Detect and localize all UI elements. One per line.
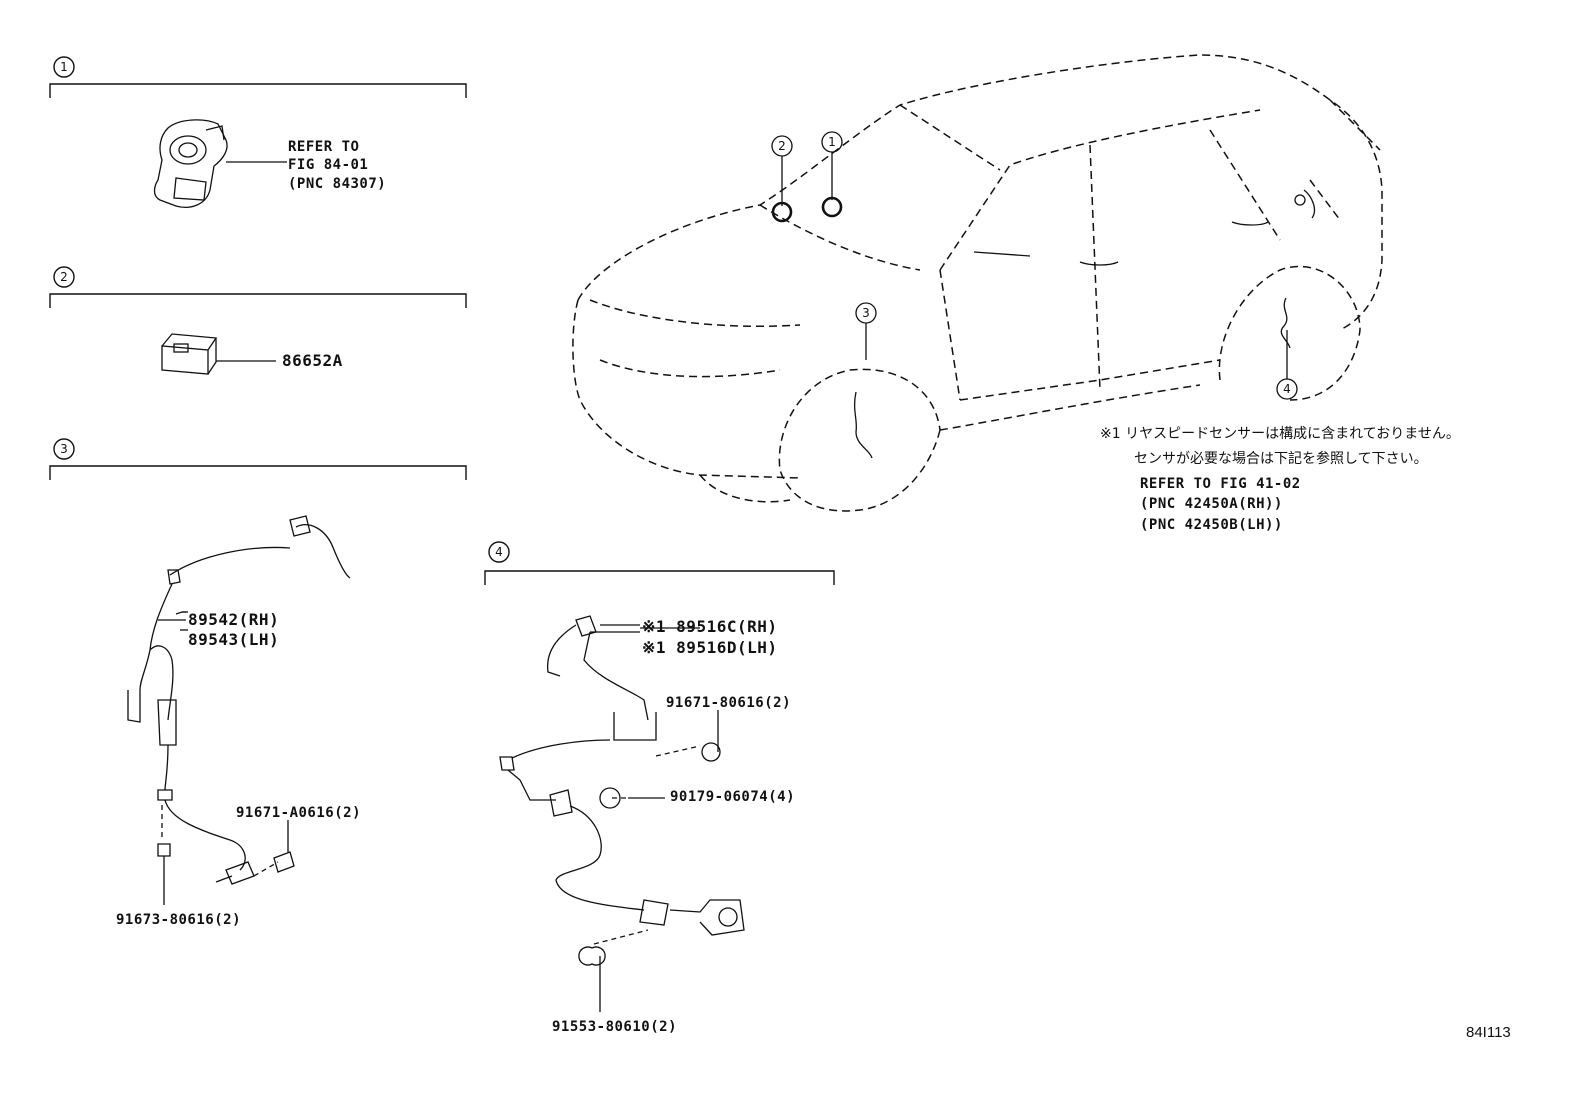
section-number-1: 1	[60, 60, 68, 74]
car-callout-1: 1	[828, 135, 836, 149]
note-refer-label: REFER TO FIG 41-02	[1140, 476, 1301, 492]
section-number-3: 3	[60, 442, 68, 456]
note-line-1: ※1 リヤスピードセンサーは構成に含まれておりません。	[1100, 426, 1460, 442]
part-89516C-label: ※1 89516C(RH)	[642, 617, 778, 636]
part-89542-drawing	[127, 515, 351, 905]
refer-pnc-label: (PNC 84307)	[288, 176, 387, 192]
part-86652A-label: 86652A	[282, 351, 343, 370]
part-86652A-drawing	[161, 333, 276, 375]
refer-to-label: REFER TO	[288, 139, 360, 155]
part-90179-06074-label: 90179-06074(4)	[670, 789, 796, 805]
refer-fig-label: FIG 84-01	[288, 157, 369, 173]
leader-lines	[158, 619, 640, 633]
part-89516D-label: ※1 89516D(LH)	[642, 638, 778, 657]
part-89516-drawing	[499, 615, 745, 1012]
note-line-2: センサが必要な場合は下記を参照して下さい。	[1134, 451, 1428, 467]
car-outline	[572, 54, 1383, 512]
note-pnc-rh-label: (PNC 42450A(RH))	[1140, 496, 1283, 512]
car-callouts	[771, 131, 1298, 400]
part-91673-80616-label: 91673-80616(2)	[116, 912, 242, 928]
part-84307-drawing	[153, 119, 287, 208]
car-callout-4: 4	[1283, 382, 1291, 396]
part-91671-80616-label: 91671-80616(2)	[666, 695, 792, 711]
part-91671-A0616-label: 91671-A0616(2)	[236, 805, 362, 821]
car-callout-2: 2	[778, 139, 786, 153]
section-bracket-1	[49, 56, 467, 98]
figure-id: 84I113	[1466, 1024, 1511, 1041]
section-bracket-3	[49, 438, 467, 480]
section-bracket-4	[484, 541, 835, 585]
part-89543-label: 89543(LH)	[188, 630, 280, 649]
part-89542-label: 89542(RH)	[188, 610, 280, 629]
car-callout-3: 3	[862, 306, 870, 320]
part-91553-80610-label: 91553-80610(2)	[552, 1019, 678, 1035]
car-solid-details	[853, 189, 1316, 459]
section-number-2: 2	[60, 270, 68, 284]
note-pnc-lh-label: (PNC 42450B(LH))	[1140, 517, 1283, 533]
section-number-4: 4	[495, 545, 503, 559]
section-bracket-2	[49, 266, 467, 308]
